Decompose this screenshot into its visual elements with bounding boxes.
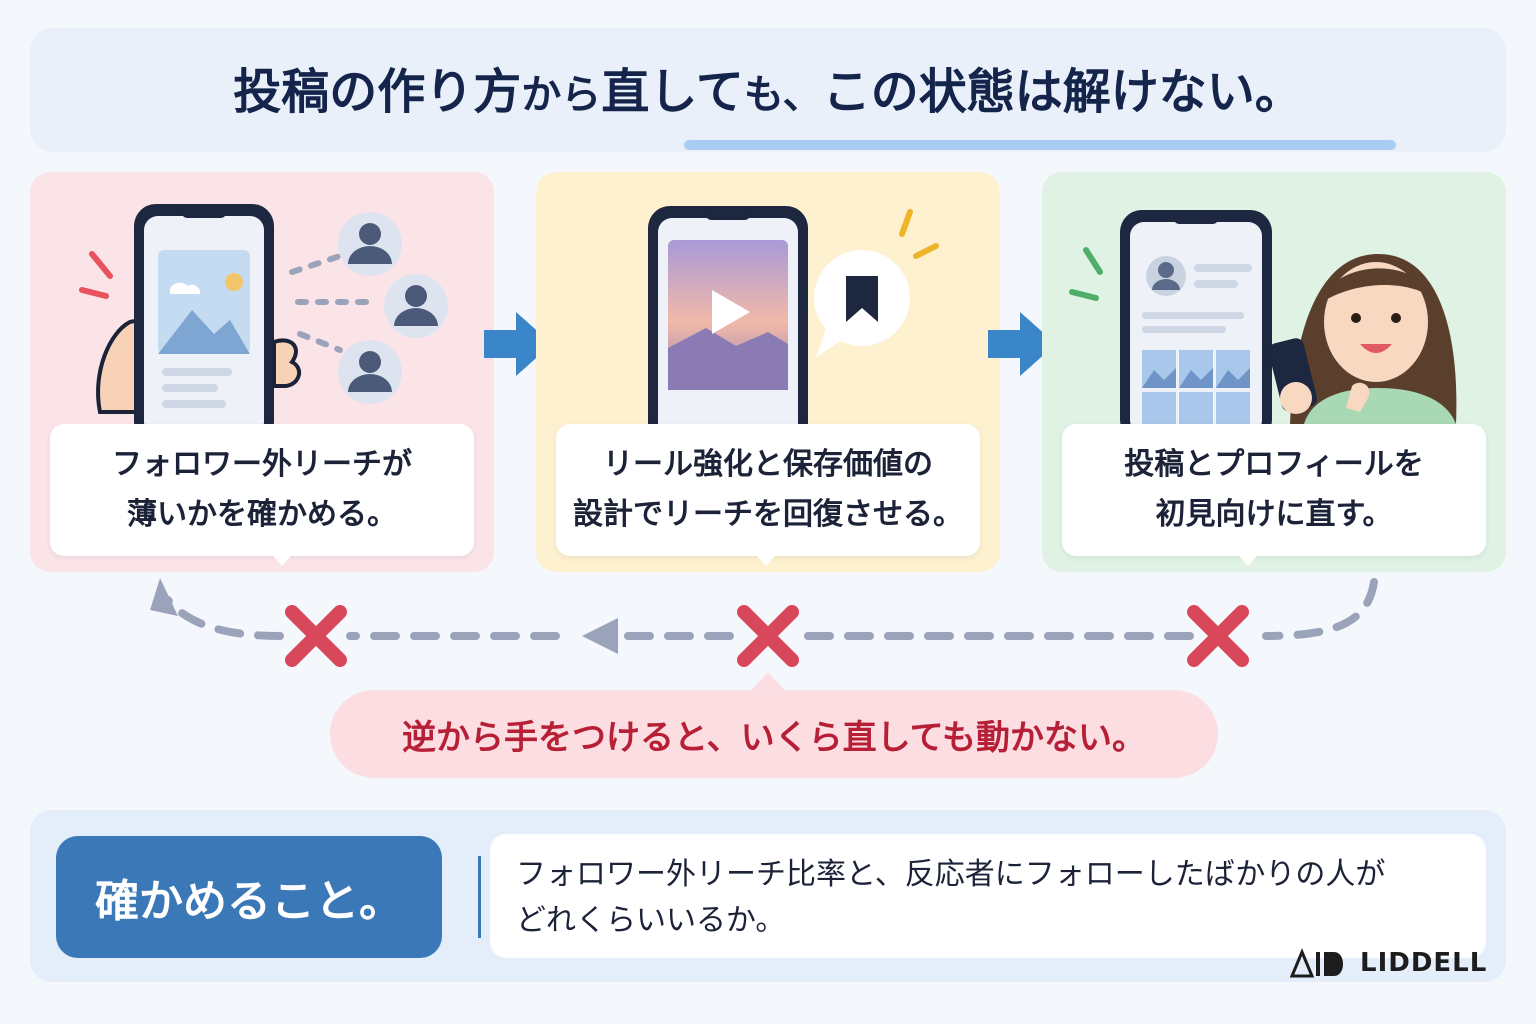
check-line-2: どれくらいいるか。 [516,903,786,938]
title-part-1: 投稿の作り方 [233,64,522,120]
check-detail-text: フォロワー外リーチ比率と、反応者にフォローしたばかりの人が どれくらいいるか。 [516,852,1466,944]
step-2-line-2: 設計でリーチを回復させる。 [573,497,963,532]
step-panel-1: フォロワー外リーチが 薄いかを確かめる。 [30,172,494,572]
check-divider [478,856,481,938]
check-detail-box [490,834,1486,958]
title-underline [684,140,1396,150]
cross-mark-icon [737,605,799,667]
user-avatar-icon [384,274,448,338]
step-caption-3: 投稿とプロフィールを 初見向けに直す。 [1062,424,1486,556]
phone-image-post-icon [79,204,448,432]
reverse-flow-line [150,578,1378,667]
cross-mark-icon [1187,605,1249,667]
check-label-text: 確かめること。 [95,876,403,927]
title-part-5: この状態は解けない。 [822,64,1303,120]
title-part-2: から [521,72,602,118]
warning-tip [750,672,786,692]
title-part-3: 直して [601,64,744,120]
check-line-1: フォロワー外リーチ比率と、反応者にフォローしたばかりの人が [516,857,1386,892]
page-title: 投稿の作り方から直しても、この状態は解けない。 [0,52,1536,122]
profile-grid-phone-icon [1120,210,1272,432]
user-avatar-icon [338,340,402,404]
title-part-4: も、 [743,72,823,118]
brand-logo: LIDDELL [1290,946,1487,980]
step-3-line-2: 初見向けに直す。 [1155,497,1393,532]
step-panel-3: 投稿とプロフィールを 初見向けに直す。 [1042,172,1506,572]
step-2-line-1: リール強化と保存価値の [603,447,933,482]
step-1-line-1: フォロワー外リーチが [112,447,412,482]
play-button-icon [712,290,750,334]
smiling-woman-illustration [1268,253,1457,424]
caption-tail [266,548,298,566]
check-label: 確かめること。 [56,836,442,958]
warning-text: 逆から手をつけると、いくら直しても動かない。 [402,717,1146,758]
step-caption-2: リール強化と保存価値の 設計でリーチを回復させる。 [556,424,980,556]
warning-pill: 逆から手をつけると、いくら直しても動かない。 [330,690,1218,778]
brand-name: LIDDELL [1360,948,1488,978]
right-arrow-icon [484,312,552,376]
left-arrow-icon [150,578,178,616]
right-arrow-icon [988,312,1056,376]
step-1-line-2: 薄いかを確かめる。 [127,497,397,532]
bookmark-icon [814,250,910,358]
step-panel-2: リール強化と保存価値の 設計でリーチを回復させる。 [536,172,1000,572]
cross-mark-icon [285,605,347,667]
caption-tail [750,548,782,566]
liddell-logo-icon [1290,948,1343,978]
caption-tail [1232,548,1264,566]
title-banner [30,28,1506,152]
step-caption-1: フォロワー外リーチが 薄いかを確かめる。 [50,424,474,556]
user-avatar-icon [338,212,402,276]
left-arrow-icon [582,618,618,654]
step-3-line-1: 投稿とプロフィールを [1124,447,1424,482]
